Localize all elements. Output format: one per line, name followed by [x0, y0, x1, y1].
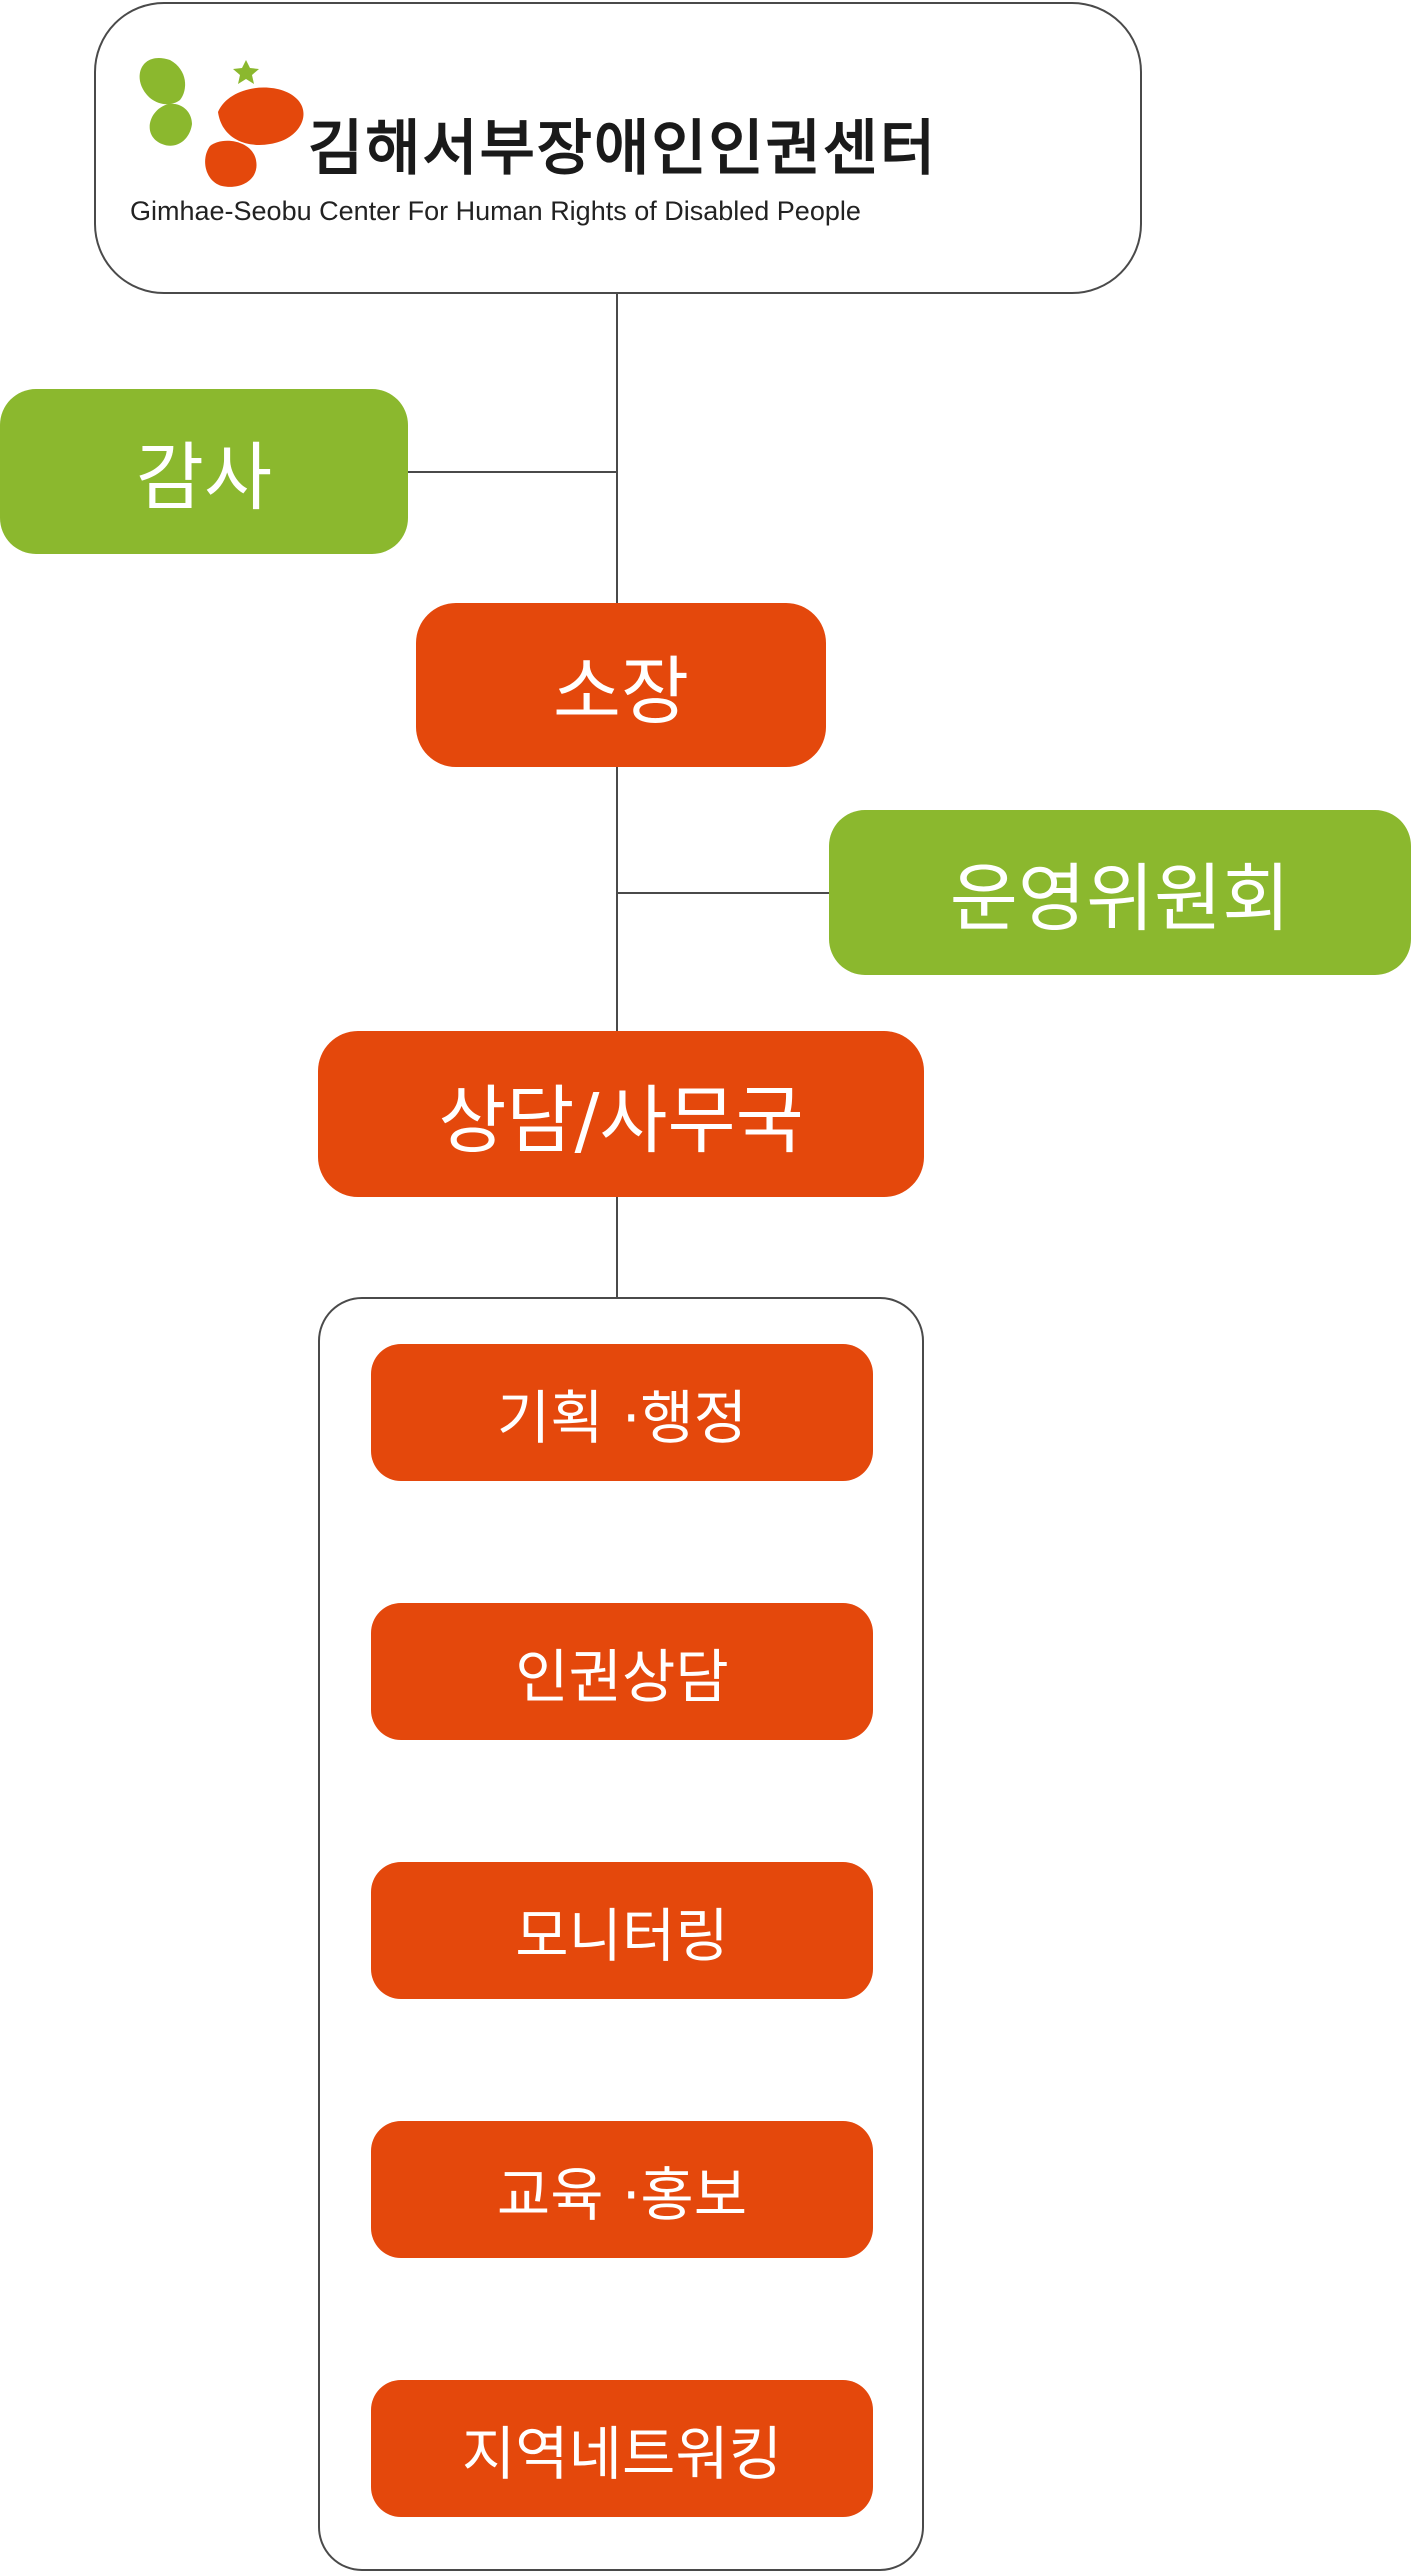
center-logo [94, 2, 1142, 294]
logo-title-english: Gimhae-Seobu Center For Human Rights of … [130, 196, 861, 226]
audit-node: 감사 [0, 389, 408, 554]
director-node: 소장 [416, 603, 826, 767]
department-planning-admin: 기획 ·행정 [371, 1344, 873, 1481]
audit-label: 감사 [135, 435, 273, 521]
department-label: 교육 ·홍보 [496, 2160, 748, 2229]
department-monitoring: 모니터링 [371, 1862, 873, 1999]
office-label: 상담/사무국 [438, 1077, 804, 1164]
department-label: 기획 ·행정 [496, 1383, 748, 1452]
logo-title-korean: 김해서부장애인인권센터 [308, 114, 938, 184]
steering-committee-node: 운영위원회 [829, 810, 1411, 975]
director-label: 소장 [552, 648, 690, 735]
department-education-pr: 교육 ·홍보 [371, 2121, 873, 2258]
butterfly-logo-icon [139, 58, 304, 187]
department-label: 지역네트워킹 [461, 2419, 783, 2488]
department-rights-counseling: 인권상담 [371, 1603, 873, 1740]
department-label: 모니터링 [515, 1901, 729, 1970]
department-regional-networking: 지역네트워킹 [371, 2380, 873, 2517]
office-node: 상담/사무국 [318, 1031, 924, 1197]
department-label: 인권상담 [515, 1642, 729, 1711]
steering-committee-label: 운영위원회 [949, 856, 1291, 942]
